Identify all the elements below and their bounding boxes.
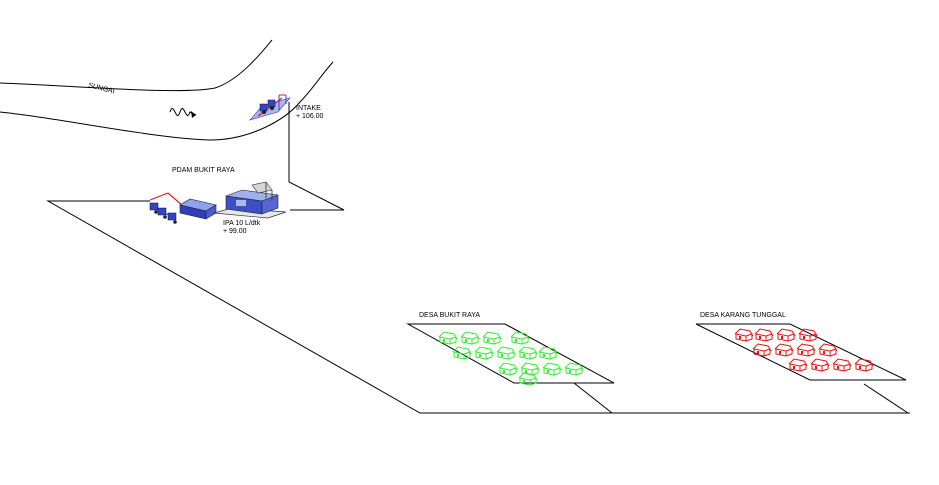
house-icon [754,328,774,342]
house-icon [542,362,562,376]
house-icon [474,346,494,360]
river-label: SUNGAI [88,82,116,95]
house-icon [460,331,480,345]
branch-pipe-desa-karang-tunggal [863,383,909,414]
house-icon [496,346,516,360]
wavy-flow-arrow-icon [169,108,197,118]
distribution-main-pipe [46,200,910,414]
water-treatment-plant-icon [213,181,287,219]
intake-elevation-label: + 106.00 [296,113,324,120]
house-icon [818,343,838,357]
desa-karang-tunggal-label: DESA KARANG TUNGGAL [700,312,786,319]
house-icon [776,328,796,342]
intake-label: INTAKE [296,105,321,112]
house-icon [734,328,754,342]
house-icon [810,358,830,372]
house-icon [798,328,818,342]
pdam-label: PDAM BUKIT RAYA [172,167,235,174]
house-icon [564,362,584,376]
branch-pipe-desa-bukit-raya [573,382,613,414]
desa-bukit-raya-houses [438,331,584,386]
ipa-elevation-label: + 99.00 [223,228,247,235]
ipa-capacity-label: IPA 10 L/dtk [223,220,261,227]
river-bank-lower [0,61,334,141]
house-icon [518,372,538,386]
intake-pump-icon [249,94,291,121]
house-icon [518,346,538,360]
house-icon [452,346,472,360]
river-bank-upper [0,39,273,92]
intake-transmission-pipe [288,102,345,211]
house-icon [438,331,458,345]
house-icon [510,331,530,345]
house-icon [774,343,794,357]
house-icon [788,358,808,372]
house-icon [752,343,772,357]
house-icon [538,346,558,360]
desa-bukit-raya-label: DESA BUKIT RAYA [419,312,480,319]
house-icon [482,331,502,345]
house-icon [498,362,518,376]
desa-karang-tunggal-houses [734,328,874,372]
house-icon [796,343,816,357]
reservoir-tank-icon [179,198,217,220]
house-icon [854,358,874,372]
house-icon [832,358,852,372]
